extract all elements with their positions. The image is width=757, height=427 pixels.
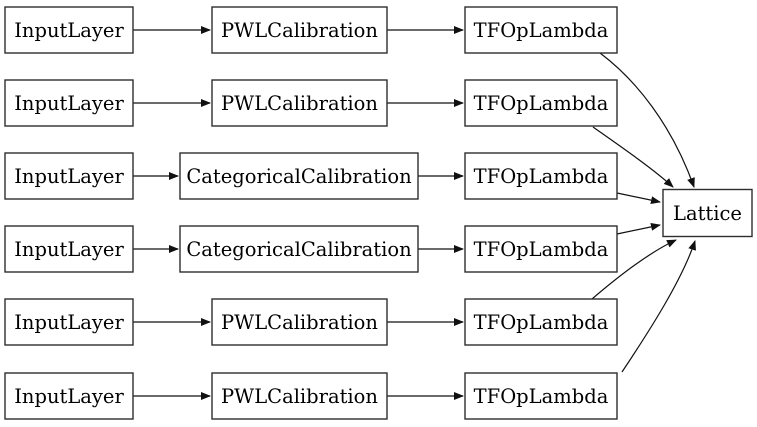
node-label-calibration-5: PWLCalibration [221, 385, 378, 408]
node-label-input-0: InputLayer [14, 19, 124, 42]
node-pwl-calibration-4 [211, 298, 388, 346]
node-label-input-1: InputLayer [14, 92, 124, 115]
node-input-layer-1 [4, 79, 134, 127]
node-input-layer-2 [4, 152, 134, 200]
node-input-layer-3 [4, 225, 134, 273]
node-label-input-2: InputLayer [14, 165, 124, 188]
node-tfop-lambda-0 [464, 6, 618, 54]
graph-row-2: InputLayer CategoricalCalibration TFOpLa… [4, 152, 618, 200]
node-label-input-3: InputLayer [14, 238, 124, 261]
node-input-layer-0 [4, 6, 134, 54]
edge-lambda-lattice-0 [599, 52, 695, 188]
node-label-lambda-0: TFOpLambda [474, 19, 609, 42]
edges-calibration-to-lambda [387, 26, 464, 400]
node-tfop-lambda-3 [464, 225, 618, 273]
node-label-calibration-2: CategoricalCalibration [186, 165, 412, 188]
node-label-calibration-1: PWLCalibration [221, 92, 378, 115]
node-label-lambda-3: TFOpLambda [474, 238, 609, 261]
node-pwl-calibration-1 [211, 79, 388, 127]
graph-row-1: InputLayer PWLCalibration TFOpLambda [4, 79, 618, 127]
node-pwl-calibration-5 [211, 372, 388, 420]
node-label-lambda-2: TFOpLambda [474, 165, 609, 188]
node-tfop-lambda-4 [464, 298, 618, 346]
edges-lambda-to-lattice [591, 52, 696, 373]
node-label-input-4: InputLayer [14, 311, 124, 334]
node-categorical-calibration-3 [179, 225, 419, 273]
node-label-calibration-4: PWLCalibration [221, 311, 378, 334]
node-label-calibration-3: CategoricalCalibration [186, 238, 412, 261]
graph-row-0: InputLayer PWLCalibration TFOpLambda [4, 6, 618, 54]
node-label-lambda-5: TFOpLambda [474, 385, 609, 408]
graph-row-5: InputLayer PWLCalibration TFOpLambda [4, 372, 618, 420]
node-categorical-calibration-2 [179, 152, 419, 200]
node-tfop-lambda-1 [464, 79, 618, 127]
node-lattice [662, 188, 753, 238]
edge-lambda-lattice-4 [591, 239, 677, 300]
edge-lambda-lattice-3 [616, 222, 661, 235]
node-input-layer-4 [4, 298, 134, 346]
edges-input-to-calibration [133, 26, 211, 400]
node-label-calibration-0: PWLCalibration [221, 19, 378, 42]
node-pwl-calibration-0 [211, 6, 388, 54]
node-label-lambda-1: TFOpLambda [474, 92, 609, 115]
graph-row-3: InputLayer CategoricalCalibration TFOpLa… [4, 225, 618, 273]
node-input-layer-5 [4, 372, 134, 420]
node-label-lattice: Lattice [673, 202, 742, 225]
node-label-lambda-4: TFOpLambda [474, 311, 609, 334]
node-label-input-5: InputLayer [14, 385, 124, 408]
node-tfop-lambda-2 [464, 152, 618, 200]
edge-lambda-lattice-5 [621, 240, 696, 373]
node-tfop-lambda-5 [464, 372, 618, 420]
graph-output-node: Lattice [662, 188, 753, 238]
edge-lambda-lattice-2 [616, 192, 661, 205]
graph-row-4: InputLayer PWLCalibration TFOpLambda [4, 298, 618, 346]
edge-lambda-lattice-1 [592, 126, 674, 188]
